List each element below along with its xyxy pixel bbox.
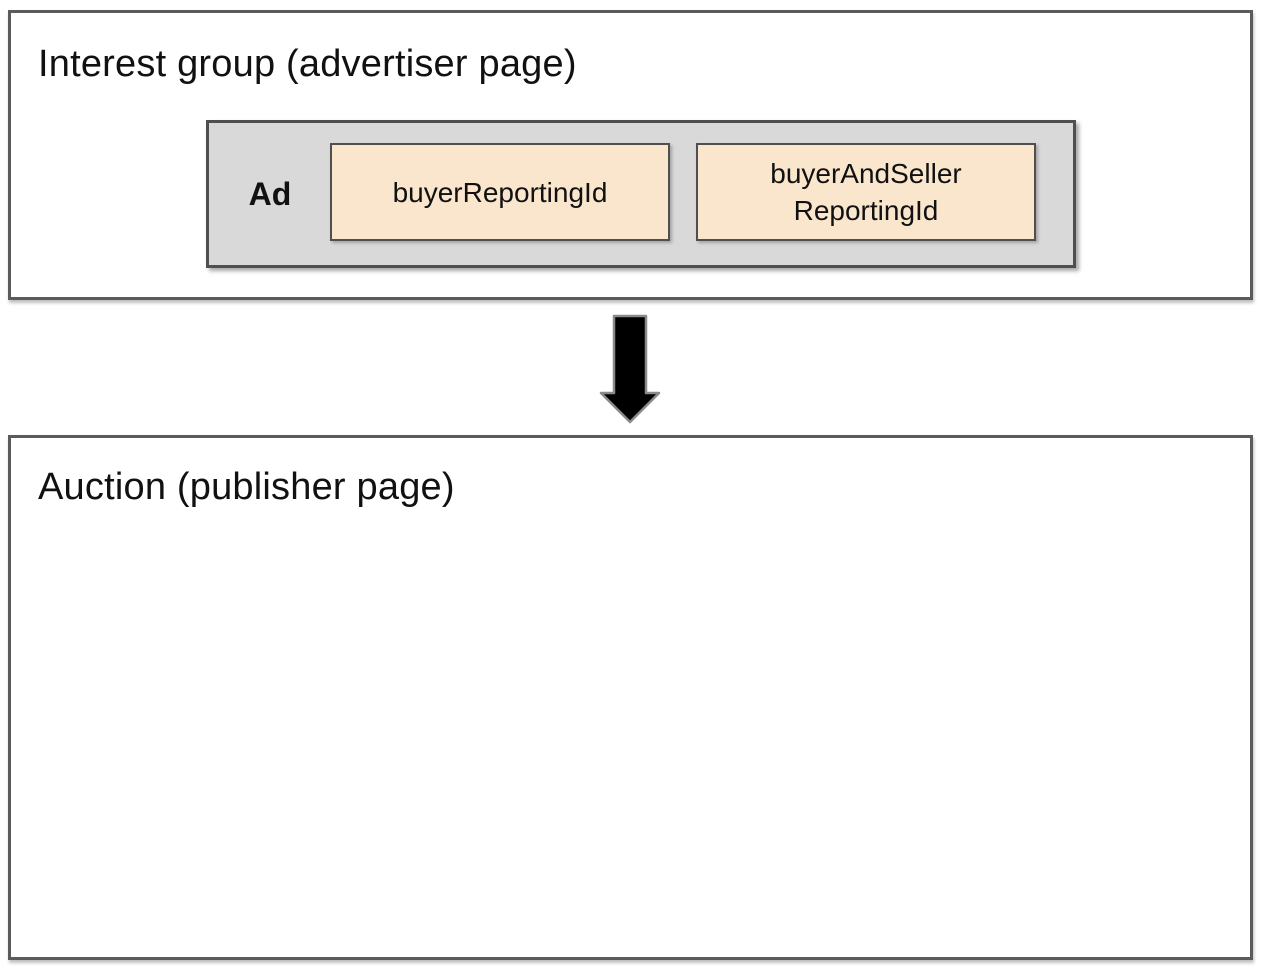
chip-buyer-and-seller-reporting-id: buyerAndSeller ReportingId	[696, 143, 1036, 241]
chip-buyer-reporting-id: buyerReportingId	[330, 143, 670, 241]
auction-box: Auction (publisher page) reportResult() …	[8, 435, 1253, 960]
auction-title: Auction (publisher page)	[38, 466, 455, 508]
ad-box: Ad buyerReportingId buyerAndSeller Repor…	[206, 120, 1076, 268]
down-arrow-icon	[599, 314, 661, 424]
ad-label: Ad	[248, 175, 292, 212]
interest-group-title: Interest group (advertiser page)	[38, 43, 577, 85]
interest-group-box: Interest group (advertiser page) Ad buye…	[8, 10, 1253, 300]
